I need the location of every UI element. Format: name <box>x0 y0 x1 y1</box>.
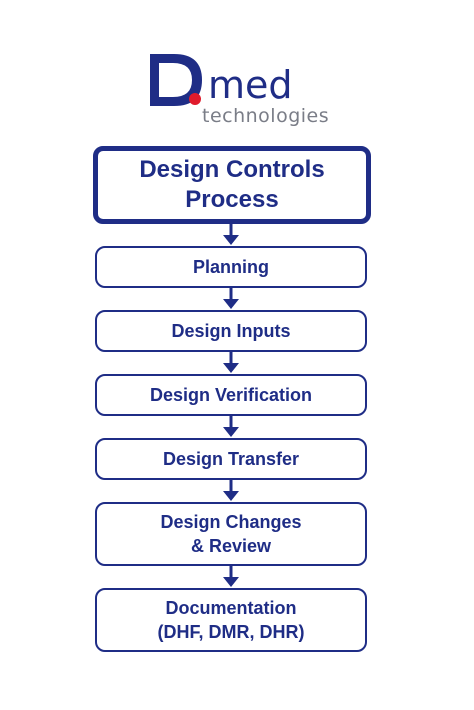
step-planning: Planning <box>95 246 367 288</box>
step-design-verification: Design Verification <box>95 374 367 416</box>
arrow-down-icon <box>222 352 240 374</box>
logo-d-glyph <box>150 54 202 106</box>
logo-med-text: med <box>208 63 293 107</box>
step-design-changes-review: Design Changes & Review <box>95 502 367 566</box>
arrow-down-icon <box>222 224 240 246</box>
arrow-down-icon <box>222 288 240 310</box>
step-label: Planning <box>193 257 269 277</box>
step-label-line2: & Review <box>190 536 272 556</box>
logo-red-dot <box>189 93 201 105</box>
step-label: Design Verification <box>149 385 313 405</box>
step-documentation: Documentation (DHF, DMR, DHR) <box>95 588 367 652</box>
step-label: Documentation <box>165 598 297 618</box>
step-label-line2: (DHF, DMR, DHR) <box>157 622 305 642</box>
step-design-inputs: Design Inputs <box>95 310 367 352</box>
process-title-line1: Design Controls <box>139 156 325 183</box>
step-label: Design Inputs <box>171 321 291 341</box>
step-design-transfer: Design Transfer <box>95 438 367 480</box>
arrow-down-icon <box>222 480 240 502</box>
step-label: Design Changes <box>160 512 302 532</box>
logo-tagline: technologies <box>202 105 329 127</box>
dmed-logo: med technologies <box>140 50 340 130</box>
process-title-line2: Process <box>185 186 279 213</box>
arrow-down-icon <box>222 416 240 438</box>
process-title-box: Design Controls Process <box>93 146 371 224</box>
step-label: Design Transfer <box>162 449 300 469</box>
arrow-down-icon <box>222 566 240 588</box>
